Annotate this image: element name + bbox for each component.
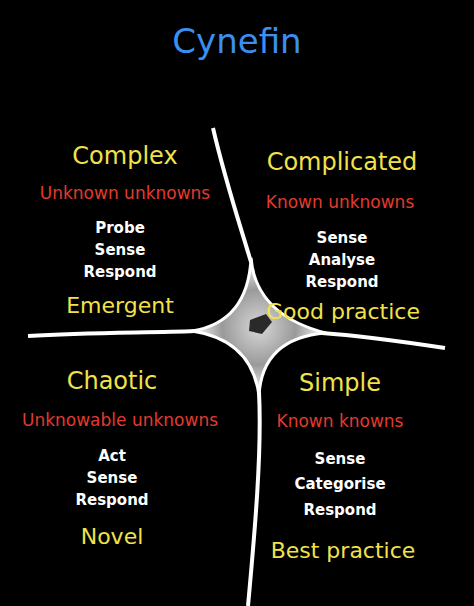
domain-practice: Best practice <box>271 539 416 563</box>
approach-step: Respond <box>83 264 156 281</box>
approach-step: Respond <box>303 502 376 519</box>
divider-line <box>248 392 260 606</box>
approach-step: Respond <box>75 492 148 509</box>
domain-heading: Simple <box>299 370 381 396</box>
approach-step: Act <box>98 448 126 465</box>
domain-heading: Complex <box>72 143 177 169</box>
approach-step: Categorise <box>294 476 385 493</box>
domain-knowledge: Unknown unknowns <box>40 184 210 203</box>
approach-step: Sense <box>315 451 366 468</box>
domain-knowledge: Known knowns <box>277 412 404 431</box>
approach-step: Sense <box>95 242 146 259</box>
domain-heading: Complicated <box>267 149 418 175</box>
approach-step: Sense <box>317 230 368 247</box>
diagram-title: Cynefin <box>172 23 301 60</box>
domain-practice: Good practice <box>266 300 420 324</box>
domain-heading: Chaotic <box>67 368 158 394</box>
domain-knowledge: Unknowable unknowns <box>22 411 218 430</box>
approach-step: Respond <box>305 274 378 291</box>
approach-step: Probe <box>95 220 145 237</box>
divider-line <box>322 333 445 348</box>
domain-practice: Emergent <box>66 294 174 318</box>
divider-line <box>28 331 195 336</box>
approach-step: Analyse <box>309 252 375 269</box>
domain-practice: Novel <box>81 525 144 549</box>
approach-step: Sense <box>87 470 138 487</box>
divider-line <box>213 128 251 262</box>
domain-knowledge: Known unknowns <box>266 193 415 212</box>
